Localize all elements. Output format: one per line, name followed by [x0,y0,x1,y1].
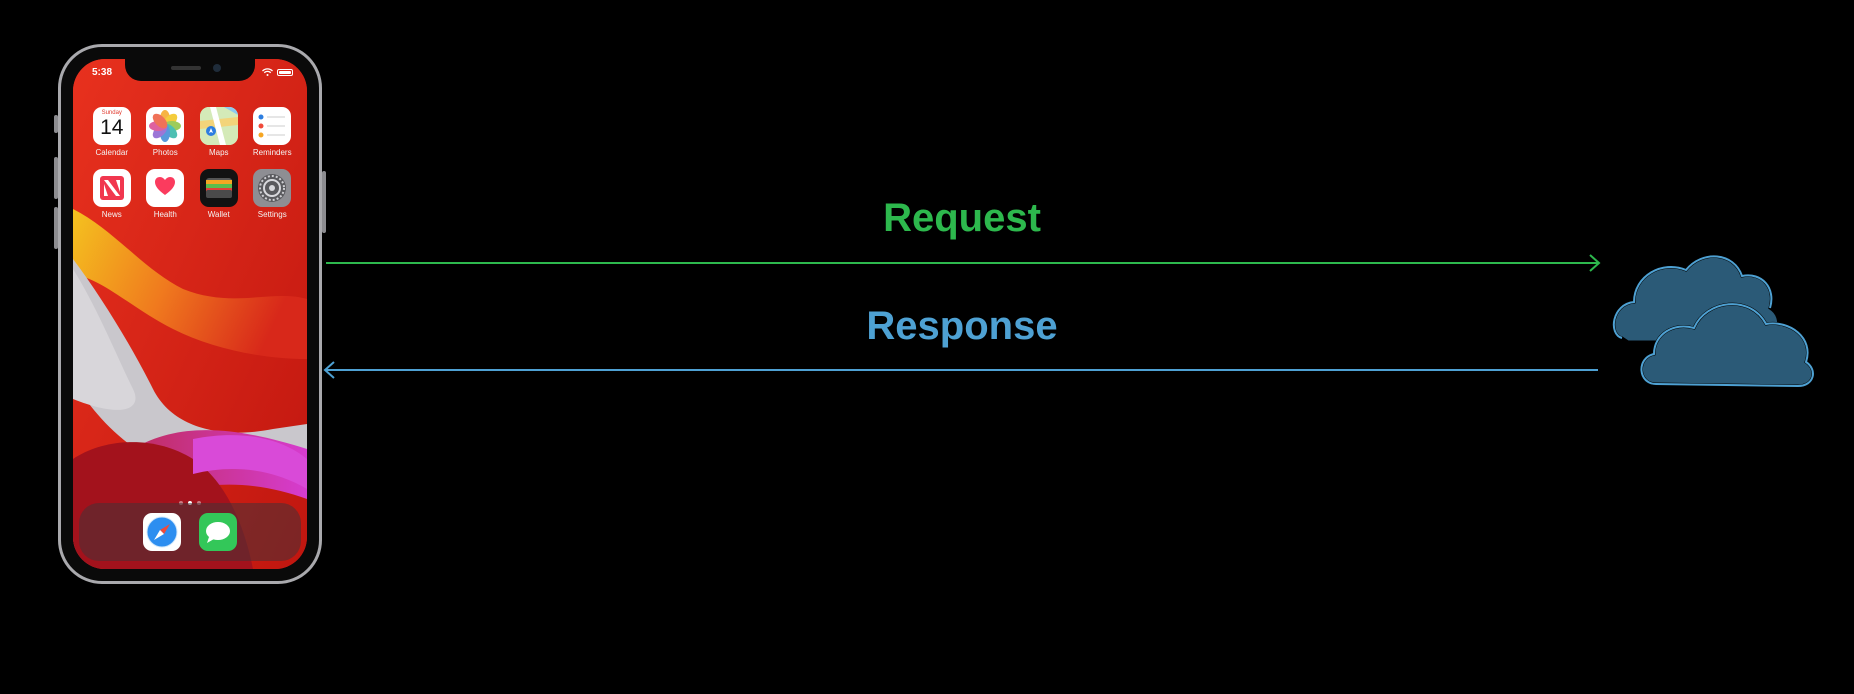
front-camera [213,64,221,72]
home-screen-grid: Sunday 14 Calendar [85,107,299,219]
cloud-icon [1612,255,1815,388]
maps-icon [199,107,238,145]
app-maps[interactable]: Maps [192,107,246,157]
app-label: Maps [208,148,229,157]
volume-up-button [54,157,58,199]
app-reminders[interactable]: Reminders [246,107,300,157]
photos-icon [146,107,185,145]
notch [125,59,255,81]
app-news[interactable]: News [85,169,139,219]
wallet-icon [199,169,238,207]
app-label: Reminders [252,148,292,157]
app-label: Wallet [207,210,230,219]
settings-icon [253,169,292,207]
health-icon [146,169,185,207]
response-arrow [323,361,1598,379]
dock [79,503,301,561]
side-button [322,171,326,233]
speaker [171,66,201,70]
calendar-date: 14 [100,116,124,139]
request-arrow [326,254,1601,272]
calendar-icon: Sunday 14 [92,107,131,145]
app-label: Health [153,210,177,219]
safari-icon[interactable] [143,513,181,551]
request-label: Request [883,196,1041,240]
status-time: 5:38 [92,67,113,78]
volume-down-button [54,207,58,249]
app-label: Settings [257,210,287,219]
app-settings[interactable]: Settings [246,169,300,219]
wifi-icon [262,68,273,76]
app-health[interactable]: Health [139,169,193,219]
response-label: Response [866,304,1058,348]
app-label: News [101,210,122,219]
calendar-day: Sunday [101,110,122,116]
news-icon [92,169,131,207]
app-wallet[interactable]: Wallet [192,169,246,219]
messages-icon[interactable] [199,513,237,551]
app-photos[interactable]: Photos [139,107,193,157]
app-calendar[interactable]: Sunday 14 Calendar [85,107,139,157]
app-label: Photos [152,148,178,157]
mute-switch [54,115,58,133]
battery-icon [277,68,293,76]
reminders-icon [253,107,292,145]
phone-screen: 5:38 Sunday 14 Calendar [73,59,307,569]
app-label: Calendar [95,148,128,157]
iphone-device: 5:38 Sunday 14 Calendar [54,44,326,584]
status-icons [262,68,293,76]
